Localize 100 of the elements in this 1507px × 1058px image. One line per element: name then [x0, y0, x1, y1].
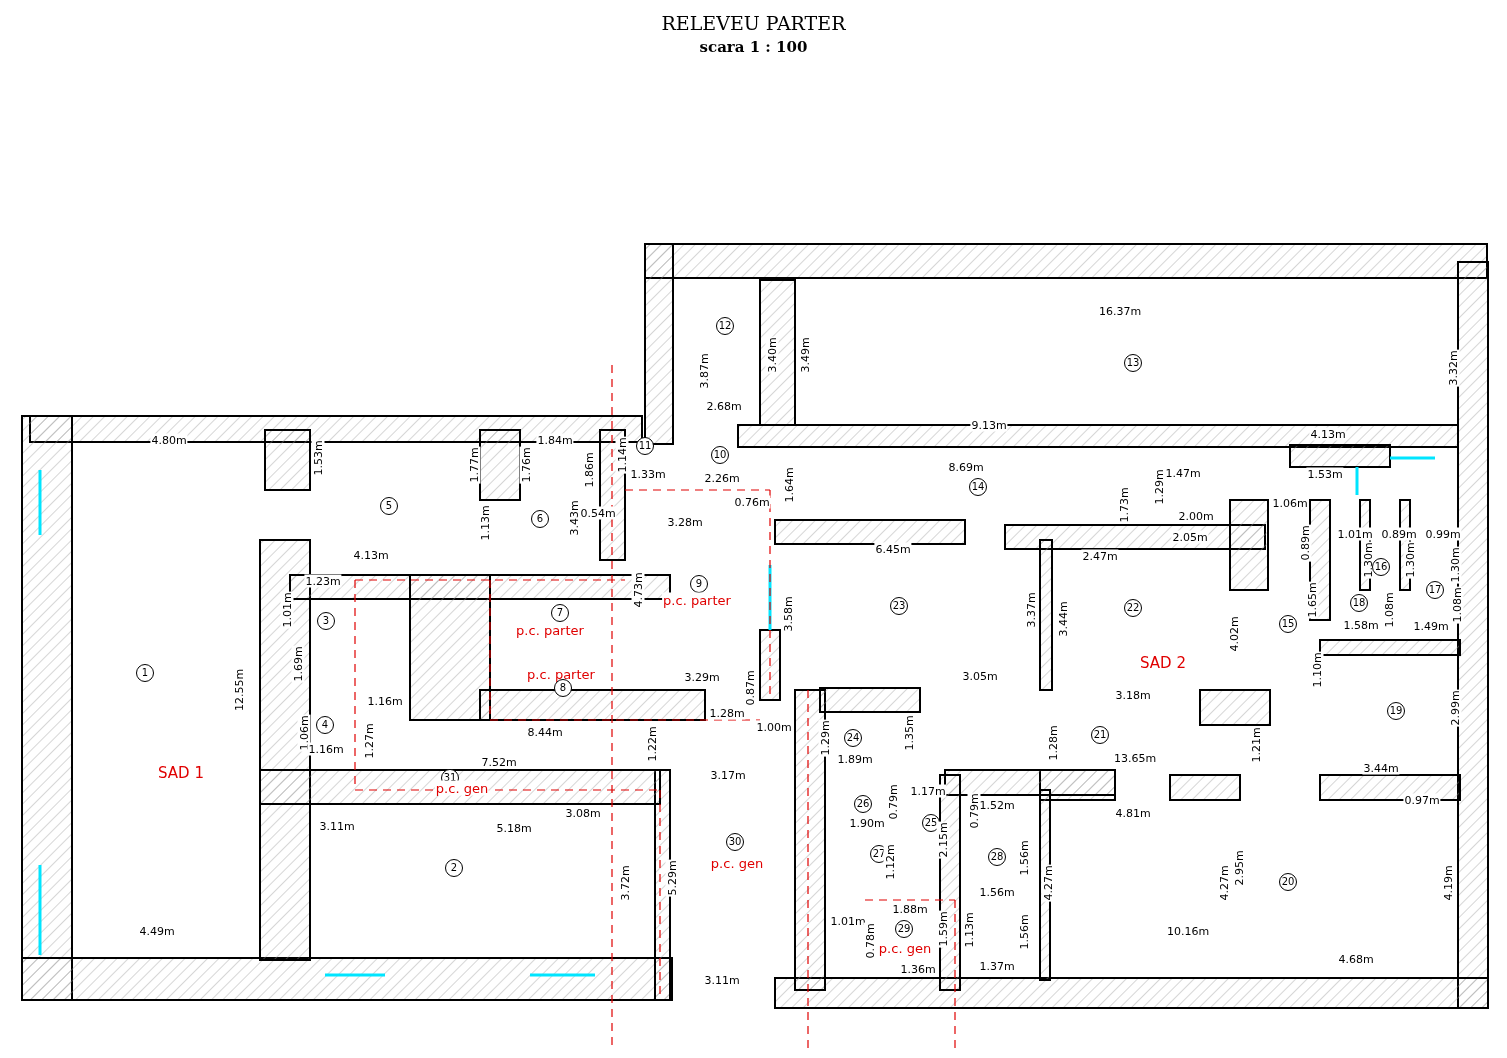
title: RELEVEU PARTER [661, 12, 846, 34]
dimension-label: 1.77m [467, 446, 481, 484]
dimension-label: 1.36m [899, 962, 937, 976]
dimension-label: 1.30m [1403, 541, 1417, 579]
dimension-label: 4.73m [631, 571, 645, 609]
room-number: 23 [890, 597, 908, 615]
dimension-label: 3.87m [697, 352, 711, 390]
dimension-label: 1.17m [909, 784, 947, 798]
room-number: 18 [1350, 594, 1368, 612]
dimension-label: 0.76m [733, 495, 771, 509]
dimension-label: 10.16m [1165, 924, 1211, 938]
dimension-label: 5.29m [665, 859, 679, 897]
room-number: 6 [531, 510, 549, 528]
dimension-label: 4.27m [1041, 864, 1055, 902]
dimension-label: 1.10m [1310, 651, 1324, 689]
dimension-label: 0.99m [1424, 527, 1462, 541]
dimension-label: 3.44m [1362, 761, 1400, 775]
dimension-label: 0.89m [1380, 527, 1418, 541]
dimension-label: 3.18m [1114, 688, 1152, 702]
dimension-label: 1.08m [1450, 586, 1464, 624]
room-number: 20 [1279, 873, 1297, 891]
room-label: p.c. parter [662, 592, 732, 608]
dimension-label: 1.37m [978, 959, 1016, 973]
dimension-label: 1.30m [1448, 546, 1462, 584]
room-number: 10 [711, 446, 729, 464]
dimension-label: 1.56m [978, 885, 1016, 899]
dimension-label: 1.23m [304, 574, 342, 588]
room-number: 2 [445, 859, 463, 877]
dimension-label: 3.44m [1056, 600, 1070, 638]
dimension-label: 1.89m [836, 752, 874, 766]
dimension-label: 1.33m [629, 467, 667, 481]
dimension-label: 12.55m [232, 667, 246, 713]
dimension-label: 4.27m [1217, 864, 1231, 902]
dimension-label: 1.88m [891, 902, 929, 916]
room-number: 15 [1279, 615, 1297, 633]
dimension-label: 2.99m [1448, 689, 1462, 727]
dimension-label: 4.13m [1309, 427, 1347, 441]
scale-note: scara 1 : 100 [699, 38, 808, 56]
dimension-label: 7.52m [480, 755, 518, 769]
dimension-label: 1.73m [1117, 486, 1131, 524]
dimension-label: 2.15m [936, 821, 950, 859]
dimension-label: 1.76m [519, 446, 533, 484]
room-number: 28 [988, 848, 1006, 866]
room-number: 29 [895, 920, 913, 938]
dimension-label: 2.95m [1232, 849, 1246, 887]
room-number: 22 [1124, 599, 1142, 617]
dimension-label: 3.37m [1024, 591, 1038, 629]
room-number: 16 [1372, 558, 1390, 576]
dimension-label: 5.18m [495, 821, 533, 835]
dimension-label: 1.01m [280, 591, 294, 629]
room-number: 5 [380, 497, 398, 515]
dimension-label: 1.27m [362, 722, 376, 760]
dimension-label: 4.02m [1227, 615, 1241, 653]
dimension-label: 1.29m [1152, 468, 1166, 506]
dimension-label: 1.90m [848, 816, 886, 830]
room-number: 12 [716, 317, 734, 335]
dimension-label: 0.54m [579, 506, 617, 520]
dimension-label: 1.28m [708, 706, 746, 720]
dimension-label: 9.13m [970, 418, 1008, 432]
dimension-label: 0.89m [1298, 524, 1312, 562]
dimension-label: 1.86m [582, 451, 596, 489]
dimension-label: 4.80m [150, 433, 188, 447]
dimension-label: 1.06m [1271, 496, 1309, 510]
dimension-label: 1.28m [1046, 724, 1060, 762]
dimension-label: 3.40m [765, 336, 779, 374]
dimension-label: 1.14m [615, 436, 629, 474]
dimension-label: 0.87m [743, 669, 757, 707]
room-number: 25 [922, 814, 940, 832]
dimension-label: 1.12m [883, 843, 897, 881]
room-number: 7 [551, 604, 569, 622]
dimension-label: 2.68m [705, 399, 743, 413]
room-label: p.c. gen [434, 780, 490, 796]
dimension-label: 1.00m [755, 720, 793, 734]
room-number: 9 [690, 575, 708, 593]
dimension-label: 3.17m [709, 768, 747, 782]
dimension-label: 0.79m [886, 783, 900, 821]
dimension-label: 1.53m [311, 439, 325, 477]
dimension-label: 1.22m [645, 725, 659, 763]
dimension-label: 13.65m [1112, 751, 1158, 765]
dimension-label: 1.16m [366, 694, 404, 708]
dimension-label: 1.53m [1306, 467, 1344, 481]
dimension-label: 1.13m [478, 504, 492, 542]
dimension-label: 1.16m [307, 742, 345, 756]
dimension-label: 3.49m [798, 336, 812, 374]
dimension-label: 3.11m [703, 973, 741, 987]
dimension-label: 8.69m [947, 460, 985, 474]
room-number: 19 [1387, 702, 1405, 720]
dimension-label: 1.01m [829, 914, 867, 928]
dimension-label: 1.01m [1336, 527, 1374, 541]
dimension-label: 1.08m [1382, 591, 1396, 629]
dimension-label: 1.30m [1361, 541, 1375, 579]
room-number: 1 [136, 664, 154, 682]
room-number: 4 [316, 716, 334, 734]
dimension-label: 3.32m [1446, 349, 1460, 387]
dimension-label: 1.35m [902, 714, 916, 752]
dimension-label: 2.05m [1171, 530, 1209, 544]
dimension-label: 0.97m [1403, 793, 1441, 807]
dimension-label: 1.21m [1249, 726, 1263, 764]
dimension-label: 1.58m [1342, 618, 1380, 632]
dimension-label: 1.65m [1305, 581, 1319, 619]
